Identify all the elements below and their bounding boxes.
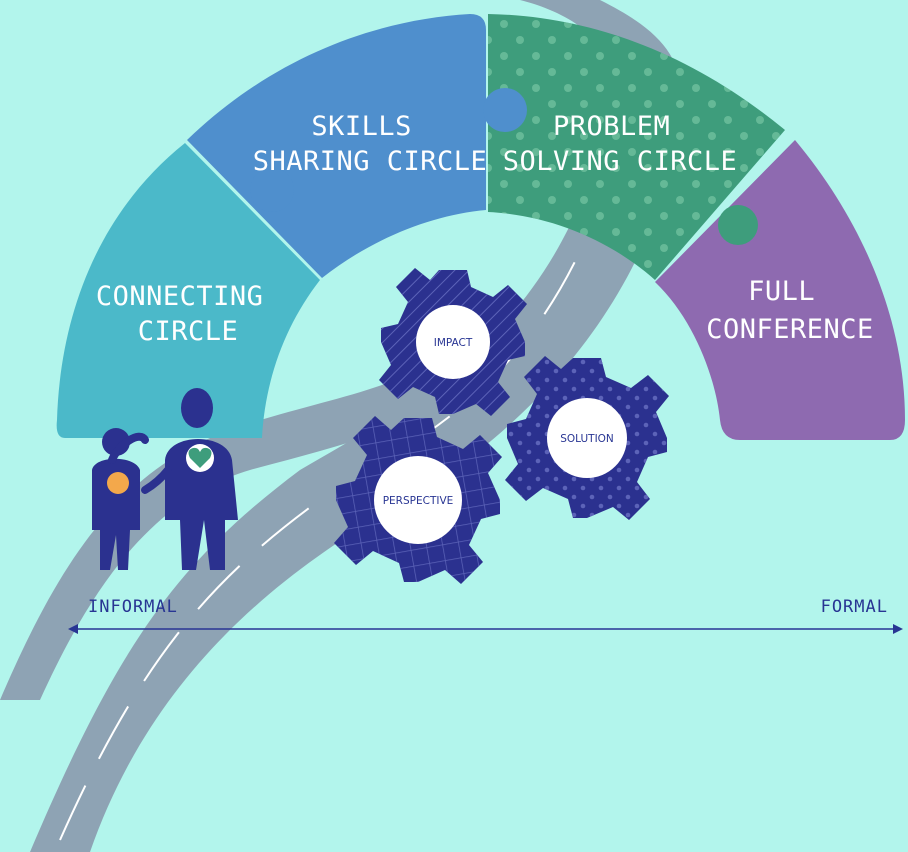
axis-label-informal: INFORMAL <box>88 597 178 617</box>
segment-label-problem: PROBLEM SOLVING CIRCLE <box>503 111 738 177</box>
segment-skills-sharing-circle <box>187 14 486 278</box>
person-small <box>92 428 149 570</box>
person-large <box>141 388 238 570</box>
axis-label-formal: FORMAL <box>821 597 888 617</box>
gear-solution: SOLUTION <box>505 356 669 520</box>
gear-impact: IMPACT <box>379 268 527 416</box>
segment-label-conference: FULL CONFERENCE <box>706 276 874 345</box>
heart-icon <box>188 447 212 468</box>
puzzle-knob-2 <box>483 88 527 132</box>
puzzle-knob-3 <box>718 205 758 245</box>
gear-label-impact: IMPACT <box>434 337 473 349</box>
gear-perspective: PERSPECTIVE <box>334 416 502 584</box>
gear-label-solution: SOLUTION <box>560 433 614 445</box>
segment-connecting-circle <box>56 143 321 438</box>
brain-icon <box>107 472 129 494</box>
road <box>0 0 682 852</box>
segment-full-conference <box>655 140 905 440</box>
arrow-left-icon <box>68 624 78 634</box>
segment-label-connecting: CONNECTING CIRCLE <box>96 281 280 347</box>
formality-axis: INFORMAL FORMAL <box>68 597 903 634</box>
gear-label-perspective: PERSPECTIVE <box>383 495 454 507</box>
arrow-right-icon <box>893 624 903 634</box>
puzzle-knob-1 <box>250 168 294 212</box>
segment-label-skills: SKILLS SHARING CIRCLE <box>253 111 488 177</box>
